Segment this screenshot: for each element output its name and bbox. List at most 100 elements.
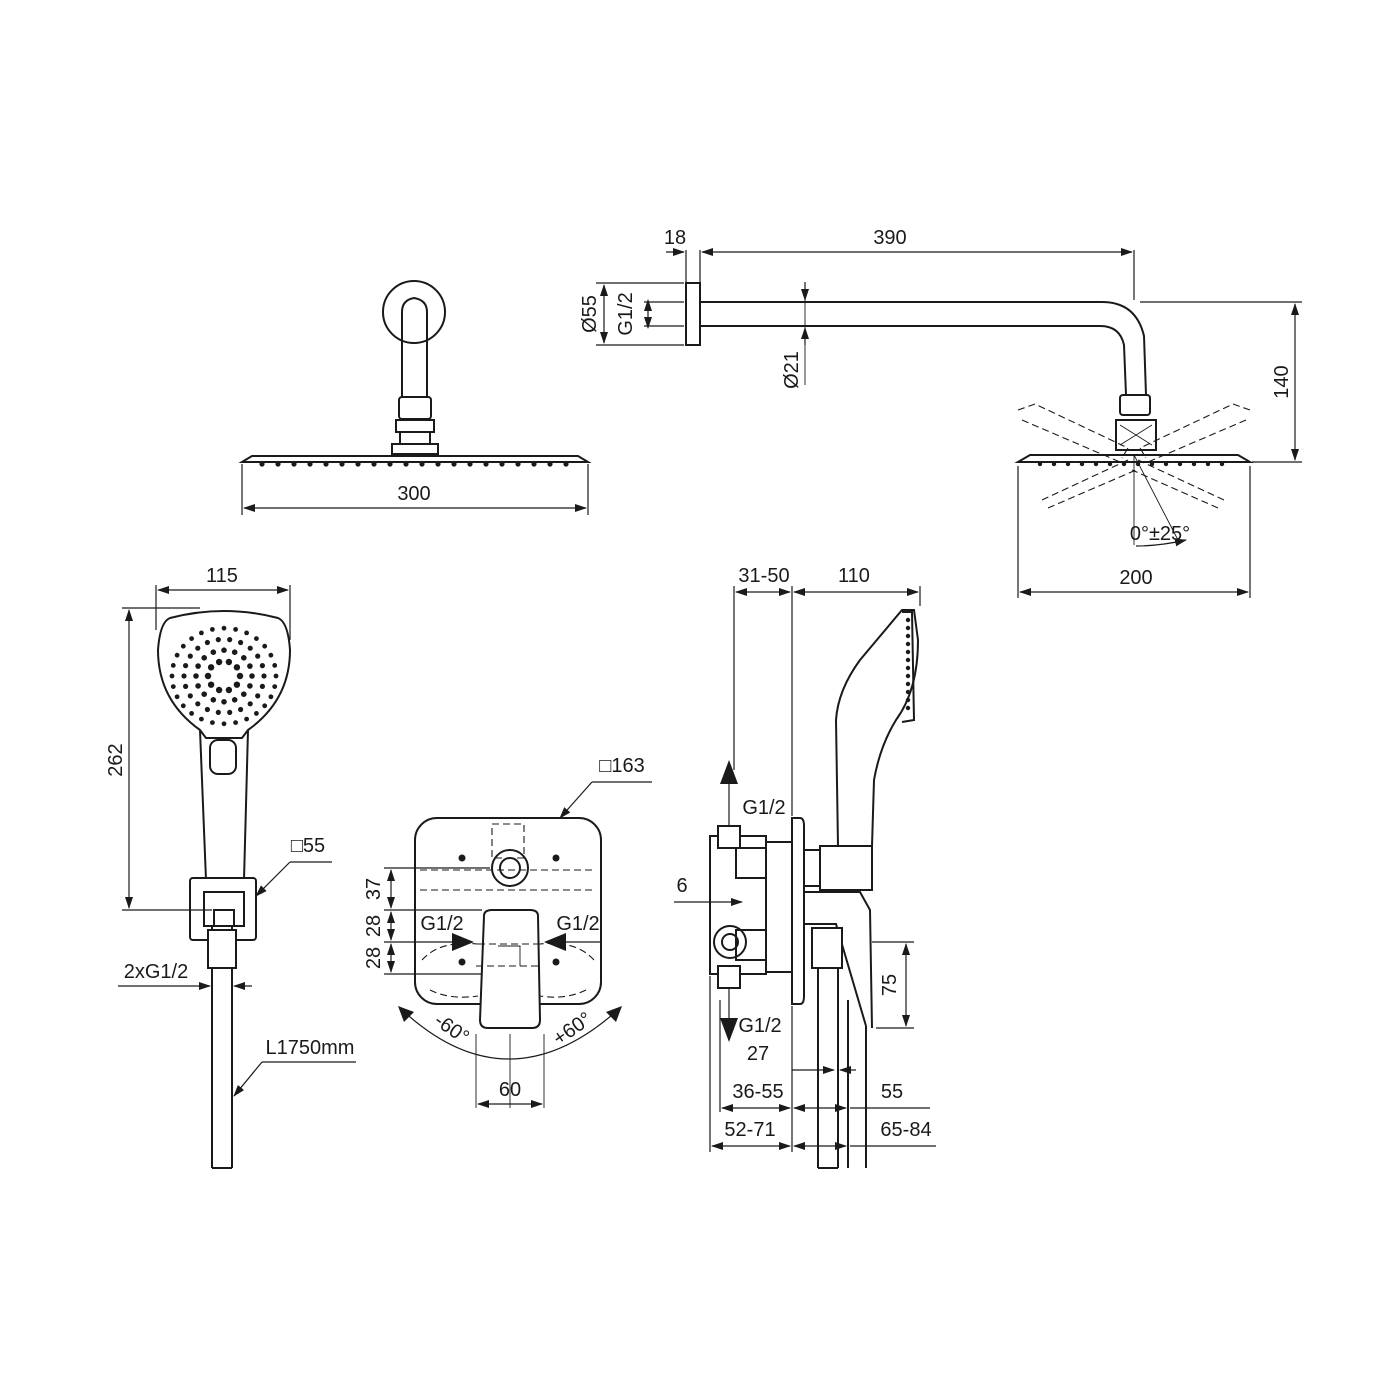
shower-head-plate — [238, 455, 592, 463]
dim-head-side-width: 200 — [1119, 567, 1152, 589]
hand-nozzle — [247, 663, 253, 669]
hand-nozzle — [199, 716, 204, 722]
hand-nozzle — [210, 627, 215, 632]
nozzle — [1149, 461, 1155, 467]
nozzle — [339, 461, 345, 467]
side-nozzle — [905, 705, 911, 711]
hand-nozzle — [204, 706, 210, 713]
hand-nozzle — [215, 658, 223, 666]
side-nozzle — [905, 697, 911, 703]
mixer-lever — [478, 909, 542, 1029]
side-inlet-inner — [721, 933, 739, 951]
hand-nozzle — [249, 673, 255, 679]
hand-nozzle — [272, 684, 278, 689]
hand-nozzle — [195, 683, 201, 689]
nozzle — [1107, 461, 1113, 467]
dim-plate-28b: 28 — [363, 947, 385, 969]
dim-hand-width: 115 — [206, 565, 238, 587]
bracket-clip — [213, 909, 235, 927]
shower-arm-bottom-edge — [700, 325, 1127, 396]
nozzle — [387, 461, 393, 467]
hand-nozzle — [241, 655, 247, 661]
overhead-shower-front-view: 300 — [238, 280, 592, 515]
bottom-outlet-port — [717, 965, 741, 989]
nozzle — [259, 461, 265, 467]
side-nozzle-row — [1037, 461, 1225, 467]
tilt-down-left — [1041, 459, 1129, 501]
side-nozzle — [905, 617, 911, 623]
hand-nozzle — [201, 691, 207, 697]
hand-nozzle — [210, 720, 215, 725]
hand-nozzle — [187, 693, 193, 699]
hand-nozzle — [273, 673, 279, 679]
diverter-spindle — [803, 849, 821, 887]
hand-shower-handle — [199, 729, 249, 881]
dim-plate-size: □163 — [599, 755, 644, 777]
dim-hand-depth: 110 — [838, 565, 870, 587]
side-hose — [817, 932, 839, 1168]
nozzle — [1093, 461, 1099, 467]
dim-plate-28a: 28 — [363, 915, 385, 937]
hand-nozzle — [238, 706, 244, 713]
hand-nozzle — [195, 645, 201, 651]
nozzle — [1079, 461, 1085, 467]
nozzle — [451, 461, 457, 467]
hand-nozzle — [180, 703, 186, 709]
hand-nozzle — [199, 630, 204, 636]
tilt-down-right — [1137, 459, 1225, 501]
side-nozzle — [905, 641, 911, 647]
dim-body-depth: 31-50 — [738, 565, 789, 587]
nozzle — [419, 461, 425, 467]
hand-nozzle — [227, 709, 233, 716]
dim-52-71: 52-71 — [724, 1119, 775, 1141]
hand-nozzle — [259, 683, 265, 690]
side-nozzle — [905, 673, 911, 679]
nozzle-row — [259, 461, 569, 467]
head-connector — [391, 443, 439, 455]
side-nozzle — [905, 649, 911, 655]
hand-nozzle — [233, 664, 241, 671]
outlet-top-label: G1/2 — [742, 797, 785, 819]
nozzle — [1051, 461, 1057, 467]
hand-nozzle — [189, 636, 195, 641]
nozzle — [1163, 461, 1169, 467]
hand-nozzle — [201, 655, 207, 661]
top-outlet-port — [717, 825, 741, 849]
hand-nozzle — [241, 691, 247, 697]
hand-nozzle — [268, 694, 274, 700]
nozzle — [1065, 461, 1071, 467]
hand-nozzle — [215, 709, 221, 716]
dim-36-55: 36-55 — [732, 1081, 783, 1103]
hand-shower-head — [156, 610, 292, 739]
side-nozzle — [905, 665, 911, 671]
hand-nozzle — [259, 663, 265, 669]
dim-arm-drop: 140 — [1271, 365, 1293, 398]
side-nozzle — [905, 633, 911, 639]
hand-nozzle — [262, 643, 268, 649]
nozzle — [1219, 461, 1225, 467]
hand-nozzle — [170, 663, 176, 668]
nozzle — [1037, 461, 1043, 467]
dim-65-84: 65-84 — [880, 1119, 931, 1141]
hand-nozzle — [247, 683, 253, 689]
hand-nozzle — [215, 637, 221, 643]
hand-nozzle — [254, 636, 259, 641]
wall-flange-ring — [382, 280, 446, 344]
side-nozzle — [905, 625, 911, 631]
lever-side-bottom — [804, 923, 867, 1027]
hand-nozzle — [244, 716, 250, 722]
hand-shower-view: 115 262 □55 2xG1/2 L1750mm — [105, 565, 356, 1169]
dim-tilt-angle: 0°±25° — [1130, 523, 1190, 545]
shower-arm-front — [401, 312, 428, 398]
hand-nozzle — [187, 653, 193, 659]
side-nozzle — [905, 681, 911, 687]
nozzle — [531, 461, 537, 467]
tilt-up-right — [1139, 403, 1251, 459]
mixer-front-view: G1/2 G1/2 □163 37 28 28 -60° +60° 60 — [363, 755, 652, 1108]
hand-nozzle — [204, 672, 212, 680]
rotation-minus-label: -60° — [430, 1009, 473, 1048]
arm-elbow — [401, 296, 428, 313]
nozzle — [467, 461, 473, 467]
swivel-connector-side — [1119, 394, 1151, 416]
side-nozzle — [905, 657, 911, 663]
